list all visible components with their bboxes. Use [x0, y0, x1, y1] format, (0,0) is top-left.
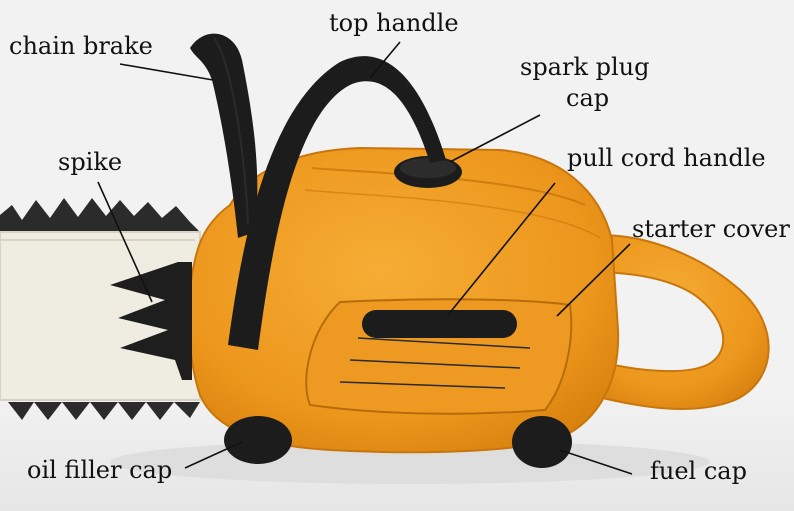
label-chain-brake: chain brake — [9, 32, 153, 60]
chain-brake — [190, 33, 258, 239]
label-top-handle: top handle — [329, 9, 459, 37]
label-starter-cover: starter cover — [632, 215, 790, 243]
leader-top-handle — [369, 41, 401, 79]
leader-starter-cover — [556, 243, 631, 317]
leader-pull-cord-handle — [447, 182, 556, 316]
label-oil-filler-cap: oil filler cap — [27, 456, 173, 484]
label-pull-cord-handle: pull cord handle — [567, 144, 766, 172]
fuel-cap — [512, 416, 572, 468]
leader-lines — [97, 41, 633, 475]
label-spike: spike — [58, 148, 123, 176]
label-spark-plug-cap-line1: spark plug — [520, 53, 650, 81]
oil-filler-cap — [224, 416, 292, 464]
leader-fuel-cap — [559, 449, 633, 475]
label-spark-plug-cap-line2: cap — [566, 84, 610, 112]
pull-cord-handle — [362, 310, 517, 338]
leader-chain-brake — [119, 63, 214, 81]
leader-oil-filler-cap — [184, 441, 243, 469]
label-fuel-cap: fuel cap — [650, 457, 747, 485]
spike — [110, 262, 192, 380]
chain-teeth-bottom — [8, 402, 200, 420]
leader-spark-plug-cap — [449, 114, 541, 163]
top-handle — [228, 56, 446, 351]
chain-teeth-top — [0, 198, 200, 232]
leader-spike — [97, 181, 153, 303]
